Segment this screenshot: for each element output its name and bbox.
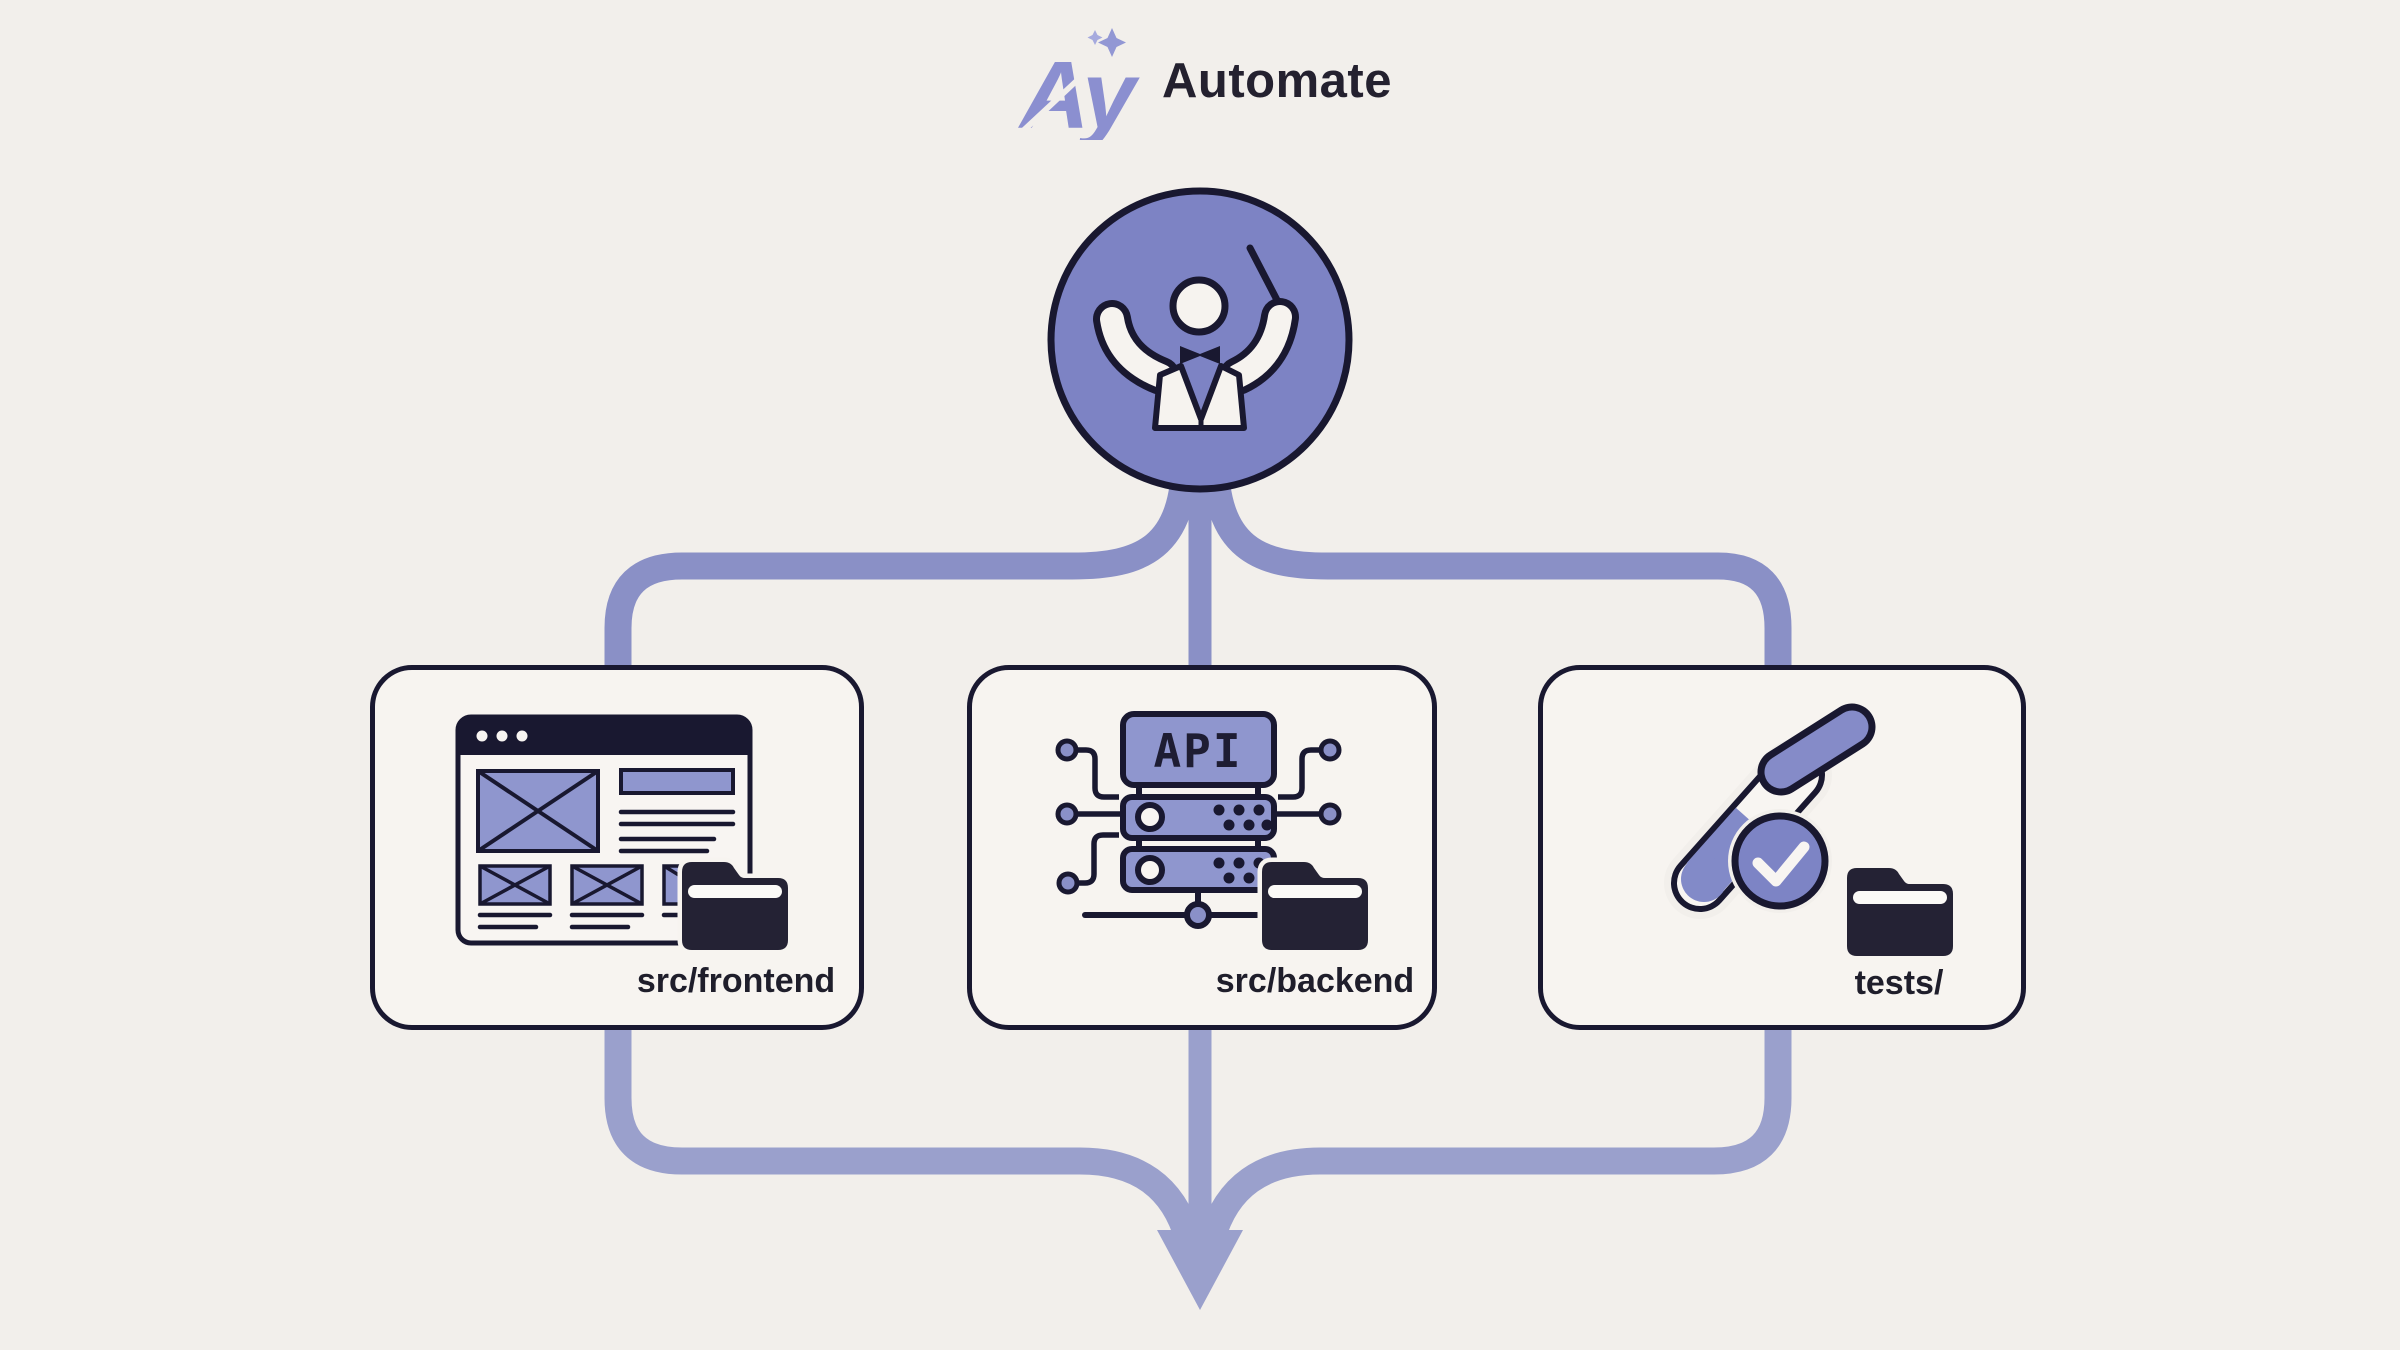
- logo-star-icon: [1098, 28, 1127, 57]
- node-card-tests: tests/: [1538, 665, 2026, 1030]
- check-mark: [1752, 841, 1810, 887]
- logo-star-small-icon: [1087, 30, 1103, 45]
- conductor-icon: [1047, 187, 1353, 493]
- folder-icon: [1257, 857, 1373, 955]
- node-label-tests: tests/: [1855, 964, 1944, 1002]
- test-tube-check-icon: [1664, 703, 1876, 919]
- node-label-backend: src/backend: [1216, 962, 1414, 1000]
- conductor-circle-bg: [1047, 187, 1353, 493]
- brand-name: Automate: [1162, 54, 1392, 108]
- node-label-frontend: src/frontend: [637, 962, 835, 1000]
- branch-bottom-left: [604, 986, 1202, 1252]
- node-card-backend: API src/backend: [967, 665, 1437, 1030]
- folder-icon: [1842, 863, 1958, 961]
- logo-mark-letters: Ay: [1018, 42, 1140, 140]
- browser-wireframe-icon: [455, 714, 753, 946]
- baton: [1246, 244, 1281, 304]
- node-card-frontend: src/frontend: [370, 665, 864, 1030]
- bow-tie: [1180, 346, 1220, 364]
- arrow-down-icon: [1157, 1230, 1243, 1310]
- folder-icon: [677, 857, 793, 955]
- api-label: API: [1153, 724, 1242, 778]
- api-server-icon: API: [1055, 711, 1342, 929]
- branch-bottom-right: [1198, 986, 1792, 1252]
- conductor-figure: [1093, 244, 1299, 431]
- logo: Ay Automate: [0, 28, 2400, 140]
- branch-top-left: [604, 441, 1199, 714]
- logo-mark-icon: Ay: [1010, 28, 1147, 140]
- branch-top-right: [1201, 441, 1792, 714]
